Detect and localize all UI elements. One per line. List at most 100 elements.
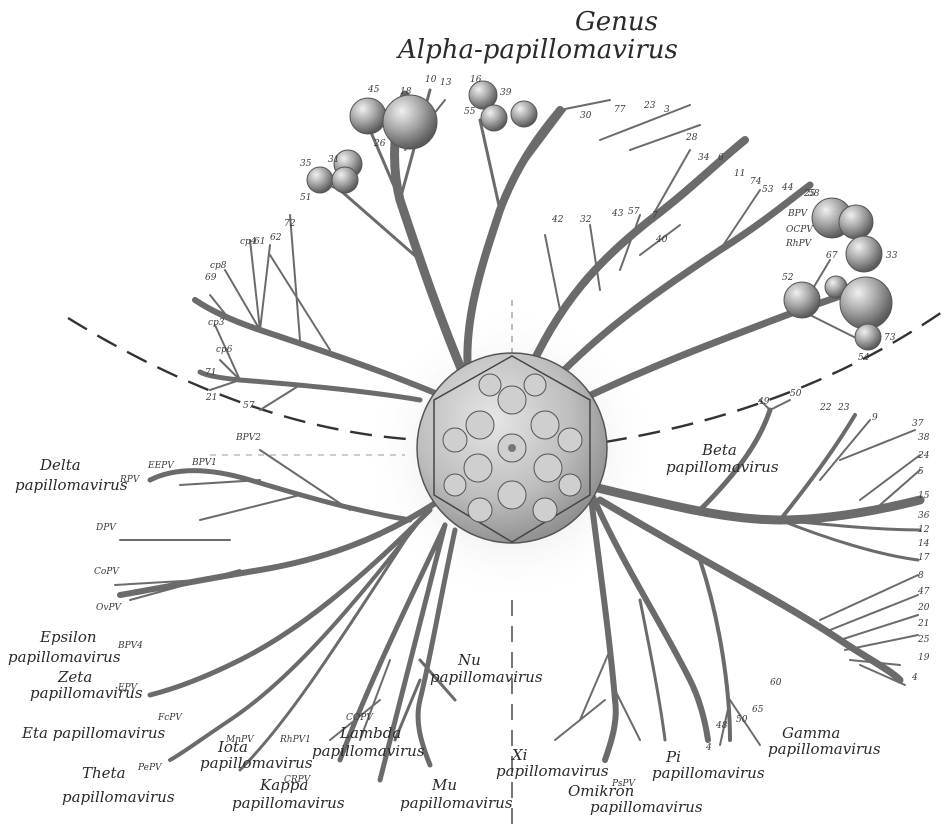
strain-label: 53 [762, 185, 774, 195]
epsilon-label-line2: papillomavirus [8, 648, 121, 666]
strain-label: RhPV1 [279, 735, 311, 745]
theta-label-line2: papillomavirus [62, 788, 175, 806]
mu-label-line1: Mu [431, 776, 457, 794]
strain-label: RPV [119, 475, 141, 485]
strain-label: 39 [500, 88, 512, 98]
strain-label: 36 [918, 511, 930, 521]
lambda-label-line1: Lambda [339, 724, 401, 742]
strain-label: 49 [757, 397, 770, 407]
strain-label: 17 [918, 553, 930, 563]
strain-label: RhPV [785, 239, 813, 249]
strain-labels-left: BPV2 BPV1 EEPV RPV DPV OvPV CoPV BPV4 EP… [94, 433, 261, 773]
strain-label: 12 [918, 525, 930, 535]
strain-label: 24 [917, 451, 930, 461]
strain-label: 60 [770, 678, 782, 688]
alpha-genus-label: Alpha-papillomavirus [396, 35, 678, 65]
strain-label: 28 [685, 133, 698, 143]
strain-label: 50 [736, 715, 748, 725]
strain-label: cp8 [210, 261, 227, 271]
strain-label: 42 [551, 215, 564, 225]
strain-label: 21 [205, 393, 217, 403]
strain-label: 4 [705, 743, 712, 753]
strain-label: MnPV [225, 735, 255, 745]
omikron-label-line2: papillomavirus [590, 798, 703, 816]
strain-label: 33 [886, 251, 898, 261]
genus-heading: Genus [575, 7, 658, 37]
strain-label: DPV [95, 523, 117, 533]
strain-label: EEPV [147, 461, 175, 471]
strain-label: 26 [373, 139, 386, 149]
strain-label: 69 [205, 273, 217, 283]
strain-label: 14 [918, 539, 930, 549]
strain-label: 6 [718, 153, 724, 163]
strain-label: 48 [715, 721, 728, 731]
strain-label: 72 [284, 219, 296, 229]
strain-label: 77 [614, 105, 626, 115]
strain-label: 30 [580, 111, 592, 121]
strain-label: 22 [819, 403, 832, 413]
strain-label: 32 [580, 215, 592, 225]
strain-label: 19 [918, 653, 930, 663]
beta-label-line1: Beta [701, 441, 737, 459]
strain-label: OCPV [786, 225, 814, 235]
strain-label: 35 [300, 159, 312, 169]
strain-label: 43 [611, 209, 624, 219]
strain-label: COPV [346, 713, 374, 723]
strain-label: BPV [787, 209, 809, 219]
strain-label: 7 [652, 211, 658, 221]
strain-label: 71 [205, 368, 216, 378]
strain-label: OvPV [96, 603, 123, 613]
strain-label: 16 [470, 75, 482, 85]
strain-label: 65 [752, 705, 764, 715]
strain-label: 51 [300, 193, 311, 203]
strain-label: 57 [243, 401, 255, 411]
gamma-label-line2: papillomavirus [768, 740, 881, 758]
strain-label: 58 [808, 189, 820, 199]
eta-label: Eta papillomavirus [21, 724, 166, 742]
strain-label: 40 [655, 235, 668, 245]
strain-label: 45 [367, 85, 380, 95]
strain-label: CoPV [94, 567, 120, 577]
strain-label: PsPV [611, 779, 636, 789]
strain-label: 18 [400, 87, 412, 97]
strain-label: 21 [917, 619, 929, 629]
strain-label: 37 [912, 419, 924, 429]
strain-label: CRPV [284, 775, 312, 785]
nu-label-line2: papillomavirus [430, 668, 543, 686]
strain-label: 31 [328, 155, 339, 165]
strain-label: BPV4 [117, 641, 143, 651]
iota-label-line2: papillomavirus [200, 754, 313, 772]
strain-label: 15 [918, 491, 930, 501]
strain-label: 23 [837, 403, 850, 413]
strain-label: 62 [270, 233, 282, 243]
lambda-label-line2: papillomavirus [312, 742, 425, 760]
strain-label: 23 [643, 101, 656, 111]
delta-label-line2: papillomavirus [15, 476, 128, 494]
xi-label-line2: papillomavirus [496, 762, 609, 780]
delta-label-line1: Delta [39, 456, 81, 474]
strain-label: 8 [918, 571, 924, 581]
strain-label: 13 [440, 78, 452, 88]
strain-label: 3 [664, 105, 670, 115]
epsilon-label-line1: Epsilon [39, 628, 97, 646]
central-capsid [417, 353, 607, 543]
strain-label: 4 [911, 673, 918, 683]
strain-label: 11 [734, 169, 745, 179]
strain-label: 52 [782, 273, 794, 283]
strain-label: 73 [884, 333, 896, 343]
beta-label-line2: papillomavirus [666, 458, 779, 476]
kappa-label-line2: papillomavirus [232, 794, 345, 812]
strain-label: BPV1 [191, 458, 217, 468]
strain-label: 55 [464, 107, 476, 117]
nu-label-line1: Nu [457, 651, 481, 669]
strain-label: 9 [872, 413, 878, 423]
strain-label: 10 [425, 75, 437, 85]
pi-label-line2: papillomavirus [652, 764, 765, 782]
strain-label: BPV2 [235, 433, 261, 443]
strain-label: 44 [781, 183, 794, 193]
strain-label: 5 [918, 467, 924, 477]
strain-label: 67 [826, 251, 838, 261]
strain-label: cp6 [216, 345, 233, 355]
strain-label: 38 [918, 433, 930, 443]
